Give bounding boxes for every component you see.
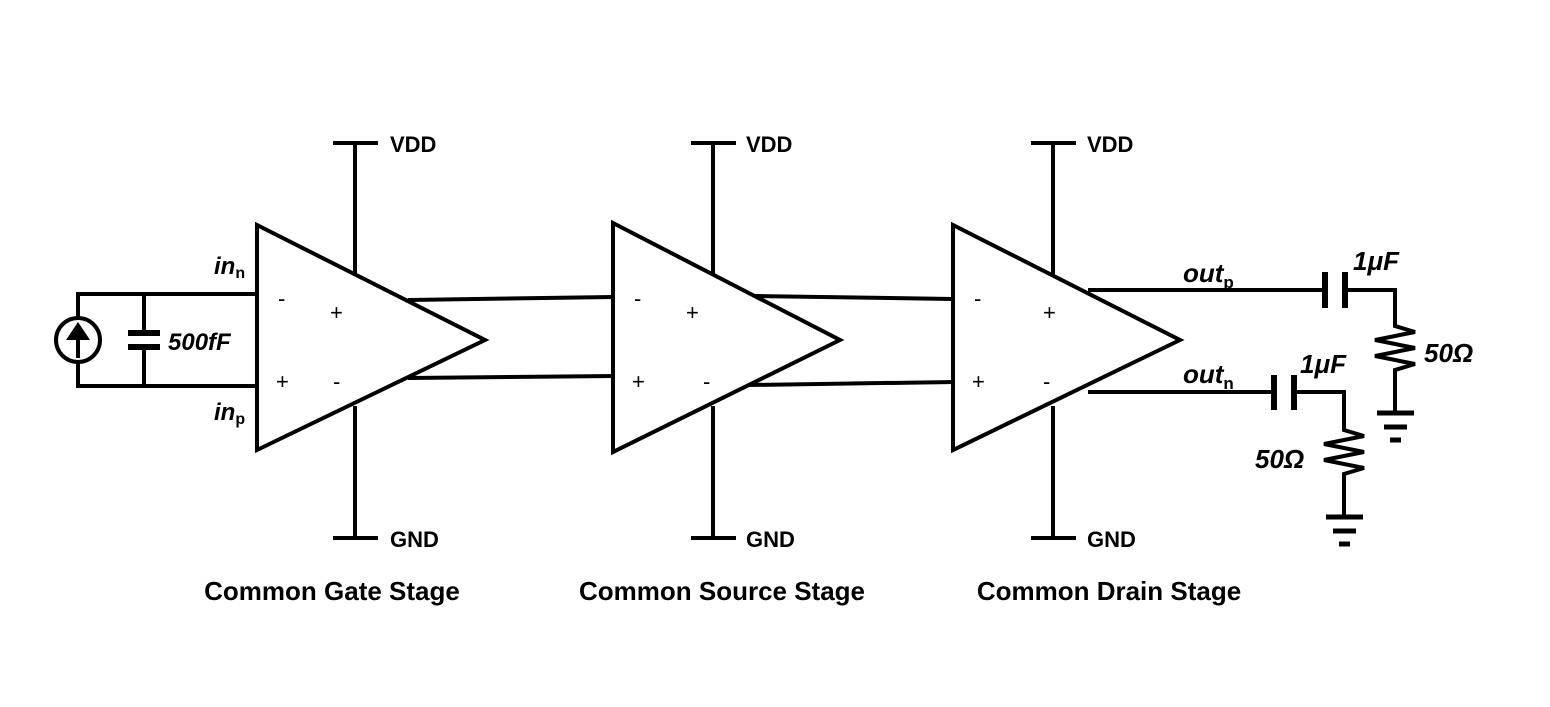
pin-sign: - xyxy=(703,369,710,394)
gnd-label: GND xyxy=(1087,527,1136,552)
ground-icon xyxy=(1326,514,1363,547)
stage-common-drain: VDD GND - + + - Common Drain Stage xyxy=(951,132,1241,606)
pin-sign: + xyxy=(276,369,289,394)
wire-stage2-stage3 xyxy=(747,293,956,388)
vdd-label: VDD xyxy=(390,132,436,157)
stage-label: Common Source Stage xyxy=(579,576,865,606)
out-n-label: outn xyxy=(1183,359,1234,393)
capacitor-label: 1μF xyxy=(1353,246,1400,276)
in-p-label: inp xyxy=(214,399,245,428)
resistor-label: 50Ω xyxy=(1255,444,1304,474)
source-capacitor xyxy=(128,330,160,350)
capacitor-label: 1μF xyxy=(1300,349,1347,379)
stage-label: Common Gate Stage xyxy=(204,576,460,606)
stage-label: Common Drain Stage xyxy=(977,576,1241,606)
pin-sign: - xyxy=(278,286,285,311)
capacitor xyxy=(1322,272,1348,308)
output-n-load: outn 1μF 50Ω xyxy=(1088,349,1365,547)
stage-common-source: VDD GND - + + - Common Source Stage xyxy=(579,132,865,606)
pin-sign: + xyxy=(632,369,645,394)
in-n-label: inn xyxy=(214,253,245,282)
ground-icon xyxy=(1377,410,1414,443)
resistor-label: 50Ω xyxy=(1424,338,1473,368)
out-p-label: outp xyxy=(1183,258,1234,292)
gnd-label: GND xyxy=(390,527,439,552)
stage-common-gate: VDD GND - + + - Common Gate Stage xyxy=(204,132,490,606)
vdd-label: VDD xyxy=(1087,132,1133,157)
output-p-load: outp 1μF 50Ω xyxy=(1088,246,1473,443)
wire-stage1-stage2 xyxy=(407,294,616,381)
pin-sign: - xyxy=(1043,369,1050,394)
source-capacitor-label: 500fF xyxy=(168,329,232,356)
pin-sign: + xyxy=(686,300,699,325)
current-source-icon xyxy=(54,316,102,364)
gnd-label: GND xyxy=(746,527,795,552)
input-network: 500fF inn inp xyxy=(54,253,259,428)
vdd-label: VDD xyxy=(746,132,792,157)
pin-sign: + xyxy=(1043,300,1056,325)
pin-sign: - xyxy=(333,369,340,394)
pin-sign: + xyxy=(330,300,343,325)
pin-sign: - xyxy=(634,286,641,311)
pin-sign: + xyxy=(972,369,985,394)
capacitor xyxy=(1271,375,1297,410)
pin-sign: - xyxy=(974,286,981,311)
